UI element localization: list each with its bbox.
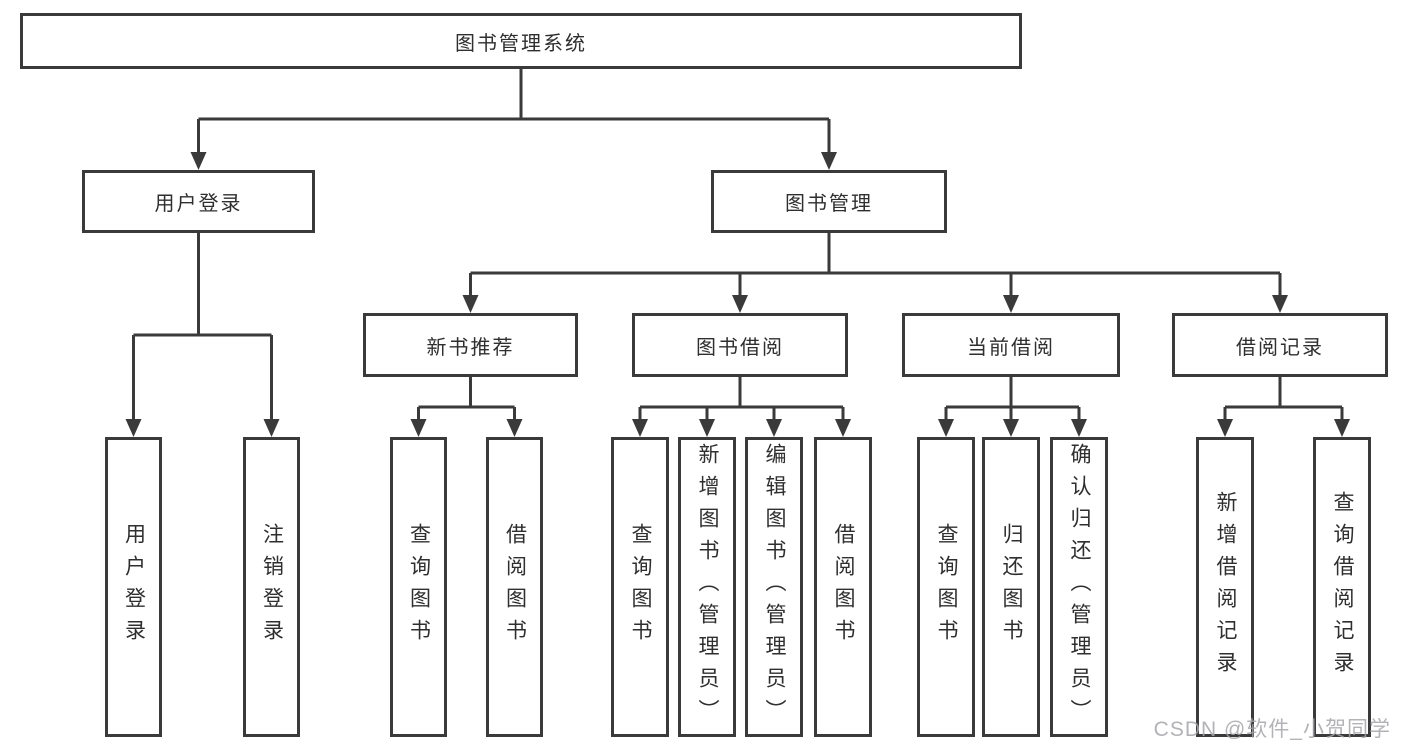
node-borrow-books-recommend: 借阅图书: [486, 437, 543, 737]
node-query-books-recommend: 查询图书: [390, 437, 447, 737]
node-library-system: 图书管理系统: [20, 13, 1022, 69]
arrowhead-icon: [125, 419, 142, 437]
connector-new-book-recommend-group: [410, 377, 523, 437]
arrowhead-icon: [732, 295, 748, 313]
node-label: 查询图书: [407, 523, 431, 651]
node-book-management: 图书管理: [711, 170, 947, 233]
connector-borrow-records-group: [1217, 377, 1350, 437]
node-current-borrow: 当前借阅: [902, 313, 1120, 377]
node-book-borrow: 图书借阅: [632, 313, 848, 377]
arrowhead-icon: [938, 419, 954, 437]
node-edit-book-admin: 编辑图书（管理员）: [745, 437, 803, 737]
node-borrow-records: 借阅记录: [1172, 313, 1388, 377]
node-label: 图书管理: [785, 193, 873, 215]
arrowhead-icon: [699, 419, 715, 437]
node-label: 编辑图书（管理员）: [763, 443, 786, 731]
node-confirm-return-admin: 确认归还（管理员）: [1050, 437, 1108, 737]
node-user-login-leaf: 用户登录: [105, 437, 162, 737]
node-label: 借阅记录: [1236, 336, 1324, 359]
connector-book-management-to-level2: [462, 233, 1288, 313]
connector-root-to-level1: [190, 69, 837, 170]
node-label: 图书管理系统: [455, 32, 587, 55]
arrowhead-icon: [835, 419, 851, 437]
arrowhead-icon: [1071, 419, 1087, 437]
node-label: 查询借阅记录: [1331, 491, 1354, 683]
node-label: 用户登录: [122, 523, 146, 651]
connector-book-borrow-group: [632, 377, 851, 437]
node-label: 确认归还（管理员）: [1068, 443, 1091, 731]
node-label: 借阅图书: [832, 523, 855, 651]
arrowhead-icon: [1003, 295, 1019, 313]
connector-current-borrow-group: [938, 377, 1087, 437]
arrowhead-icon: [1334, 419, 1350, 437]
arrowhead-icon: [632, 419, 648, 437]
node-logout: 注销登录: [243, 437, 300, 737]
node-label: 新书推荐: [426, 336, 515, 359]
node-label: 新增图书（管理员）: [696, 443, 719, 731]
node-label: 查询图书: [935, 523, 958, 651]
arrowhead-icon: [506, 419, 523, 437]
node-label: 借阅图书: [503, 523, 527, 651]
node-query-books-current: 查询图书: [917, 437, 975, 737]
node-label: 归还图书: [1000, 523, 1023, 651]
watermark: CSDN @软件_小贺同学: [1153, 718, 1391, 741]
node-label: 图书借阅: [696, 336, 784, 359]
arrowhead-icon: [263, 419, 280, 437]
node-query-books-borrow: 查询图书: [611, 437, 669, 737]
node-add-borrow-record: 新增借阅记录: [1196, 437, 1254, 737]
arrowhead-icon: [1003, 419, 1019, 437]
arrowhead-icon: [1217, 419, 1233, 437]
node-label: 新增借阅记录: [1214, 491, 1237, 683]
node-new-book-recommend: 新书推荐: [363, 313, 578, 377]
node-label: 查询图书: [629, 523, 652, 651]
arrowhead-icon: [190, 152, 207, 170]
node-add-book-admin: 新增图书（管理员）: [678, 437, 736, 737]
node-return-books: 归还图书: [982, 437, 1040, 737]
arrowhead-icon: [821, 152, 837, 170]
arrowhead-icon: [462, 295, 479, 313]
arrowhead-icon: [1272, 295, 1288, 313]
node-label: 注销登录: [260, 523, 284, 651]
arrowhead-icon: [766, 419, 782, 437]
node-label: 当前借阅: [967, 336, 1055, 359]
node-user-login: 用户登录: [82, 170, 315, 233]
node-label: 用户登录: [154, 193, 243, 215]
arrowhead-icon: [410, 419, 427, 437]
node-query-borrow-record: 查询借阅记录: [1313, 437, 1371, 737]
node-borrow-books: 借阅图书: [814, 437, 872, 737]
connector-user-login-group: [125, 233, 280, 437]
